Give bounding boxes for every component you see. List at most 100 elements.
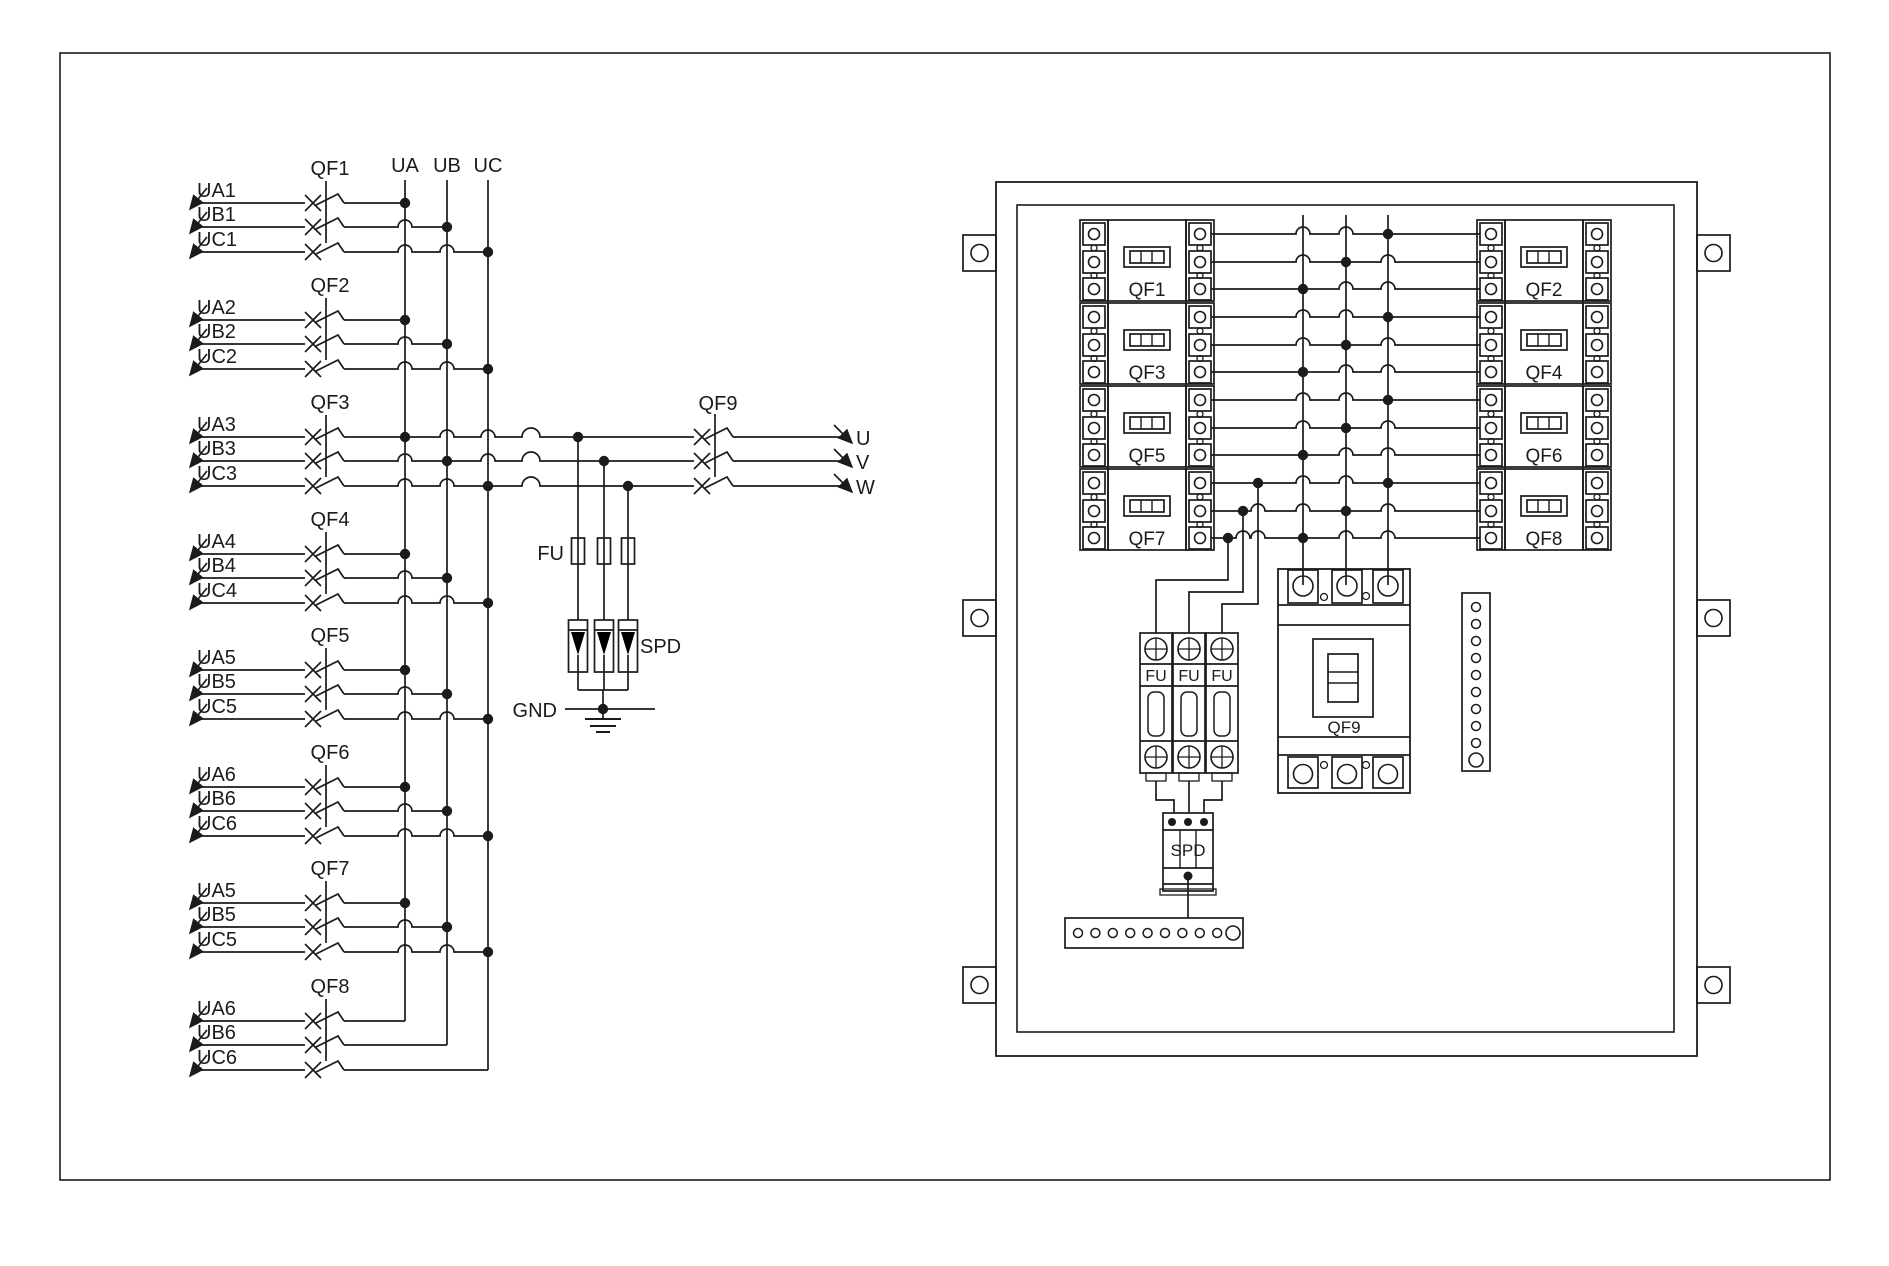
breaker-blade [315,426,345,440]
breaker-label-QF7: QF7 [311,858,350,880]
terminal [1188,250,1212,274]
junction-dot [441,572,453,584]
breaker-handle-inner [1129,416,1165,430]
breaker-blade [315,475,345,489]
qf9-terminal-top [1287,569,1319,604]
phase-label: UB6 [197,1022,236,1044]
wire [344,944,488,953]
terminal [1479,416,1503,440]
panel-breaker-label-QF1: QF1 [1129,280,1166,301]
breaker-blade [704,450,734,464]
spd-label: SPD [640,636,681,658]
terminal [1188,222,1212,246]
terminal [1585,222,1609,246]
mounting-tab-left [962,599,997,637]
terminal [1188,471,1212,495]
panel-breaker-label-QF3: QF3 [1129,363,1166,384]
panel-spd: SPD [1159,812,1217,918]
breaker-blade [315,241,345,255]
terminal [1188,499,1212,523]
terminal-strip [1582,468,1612,551]
cable-arrow [188,771,208,795]
panel-fuse-FU1: FU [1139,632,1173,782]
cable-arrow [188,1054,208,1078]
junction-dot [441,338,453,350]
breaker-blade [315,800,345,814]
terminal [1479,222,1503,246]
junction-dot [441,688,453,700]
terminal [1082,222,1106,246]
breaker-handle [1520,495,1568,517]
wire [344,219,447,228]
qf9-body [1277,568,1411,794]
breaker-handle-inner [1526,250,1562,264]
qf9-handle-frame [1312,638,1374,718]
terminal [1188,443,1212,467]
junction-dot [1340,422,1352,434]
terminal-strip [1185,302,1215,385]
fuse-symbol [570,537,586,565]
panel-breaker-QF8: QF8 [1476,468,1612,551]
drawing-border-rect [59,52,1831,1181]
junction-dot [399,664,411,676]
wire [344,803,447,812]
terminal [1479,277,1503,301]
junction-dot [399,314,411,326]
phase-label: UC5 [197,696,237,718]
breaker-handle [1123,329,1171,351]
terminal-strip [1185,385,1215,468]
breaker-label-QF3: QF3 [311,392,350,414]
junction-dot [441,921,453,933]
panel-breaker-label-QF4: QF4 [1526,363,1563,384]
cable-arrow [188,936,208,960]
terminal [1479,250,1503,274]
terminal [1188,333,1212,357]
panel-fuse-FU3: FU [1205,632,1239,782]
terminal-strip [1185,468,1215,551]
panel-main-breaker-QF9: QF9 [1277,568,1411,794]
panel-fuse-label: FU [1211,668,1232,685]
terminal [1479,388,1503,412]
phase-label: UC1 [197,229,237,251]
breaker-blade [315,216,345,230]
terminal [1082,305,1106,329]
cable-arrow [188,654,208,678]
breaker-blade [315,450,345,464]
terminal-strip [1185,219,1215,302]
output-label-W: W [856,477,875,499]
cable-arrow [188,911,208,935]
phase-label: UA6 [197,764,236,786]
wire [344,244,488,253]
terminal [1585,443,1609,467]
breaker-blade [315,1059,345,1073]
wire [344,570,447,579]
wire [344,711,488,720]
wire [344,828,488,837]
panel-breaker-QF1: QF1 [1079,219,1215,302]
wire [344,595,488,604]
panel-breaker-label-QF7: QF7 [1129,529,1166,550]
wire [1211,392,1480,401]
breaker-blade [315,543,345,557]
mounting-tab-right [1696,599,1731,637]
breaker-handle-inner [1129,250,1165,264]
terminal [1188,526,1212,550]
panel-breaker-QF7: QF7 [1079,468,1215,551]
panel-breaker-QF6: QF6 [1476,385,1612,468]
qf9-handle [1327,653,1359,703]
cable-arrow [188,678,208,702]
breaker-blade [704,426,734,440]
junction-dot [399,431,411,443]
breaker-handle-inner [1526,416,1562,430]
mounting-tab-left [962,966,997,1004]
qf9-terminal-top [1372,569,1404,604]
output-label-V: V [856,452,870,474]
